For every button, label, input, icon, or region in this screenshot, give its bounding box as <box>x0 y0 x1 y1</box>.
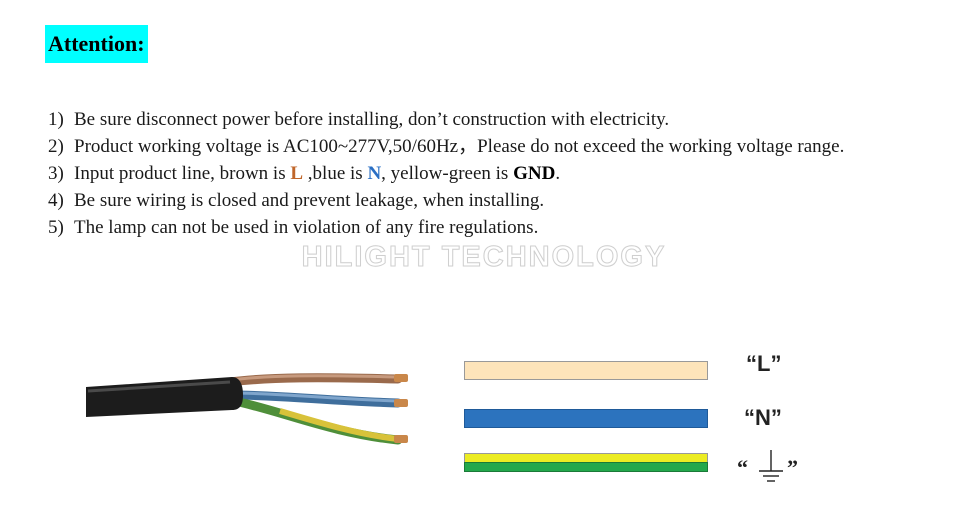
item-text: . <box>555 163 561 184</box>
item-text: , yellow-green is <box>381 163 514 184</box>
item-number: 4) <box>48 190 64 211</box>
brown-wire <box>225 373 403 387</box>
live-wire-bar <box>464 361 708 380</box>
watermark: HILIGHT TECHNOLOGY <box>301 241 667 274</box>
brown-wire-highlight <box>229 374 399 382</box>
list-item: 1) Be sure disconnect power before instal… <box>48 106 844 133</box>
ground-wire-bar <box>464 453 708 472</box>
list-item: 5) The lamp can not be used in violation … <box>48 214 844 241</box>
list-item: 2) Product working voltage is AC100~277V,… <box>48 133 844 160</box>
item-text: Input product line, brown is <box>74 163 291 184</box>
live-letter: L <box>290 163 304 184</box>
brown-wire-tip <box>394 374 408 382</box>
cable-jacket-highlight <box>87 380 231 393</box>
item-text: Product working voltage is AC100~277V,50… <box>74 136 845 157</box>
item-number: 1) <box>48 109 64 130</box>
item-text: ,blue is <box>303 163 368 184</box>
blue-wire <box>225 390 403 408</box>
item-number: 3) <box>48 163 64 184</box>
cable-photo <box>86 373 408 445</box>
neutral-wire-bar <box>464 409 708 428</box>
neutral-letter: N <box>367 163 382 184</box>
item-text: Be sure disconnect power before installi… <box>74 109 670 130</box>
item-text: The lamp can not be used in violation of… <box>74 217 539 238</box>
live-label: “L” <box>746 351 782 376</box>
ground-bar-yellow <box>464 453 708 462</box>
instruction-list: 1) Be sure disconnect power before instal… <box>48 106 844 241</box>
attention-heading: Attention: <box>45 25 148 63</box>
blue-wire-highlight <box>229 391 399 403</box>
ground-label: GND <box>513 163 556 184</box>
cable-jacket <box>86 377 243 417</box>
ground-bar-green <box>464 462 708 472</box>
item-text: Be sure wiring is closed and prevent lea… <box>74 190 545 211</box>
close-quote: ” <box>787 455 798 480</box>
list-item: 4) Be sure wiring is closed and prevent l… <box>48 187 844 214</box>
item-number: 2) <box>48 136 64 157</box>
yellow-wire-stripe <box>279 408 399 442</box>
yellow-green-wire-tip <box>394 435 408 443</box>
item-number: 5) <box>48 217 64 238</box>
open-quote: “ <box>737 455 748 480</box>
neutral-label: “N” <box>744 405 782 430</box>
blue-wire-tip <box>394 399 408 407</box>
earth-ground-icon <box>759 450 783 482</box>
list-item: 3) Input product line, brown is L ,blue i… <box>48 160 844 187</box>
